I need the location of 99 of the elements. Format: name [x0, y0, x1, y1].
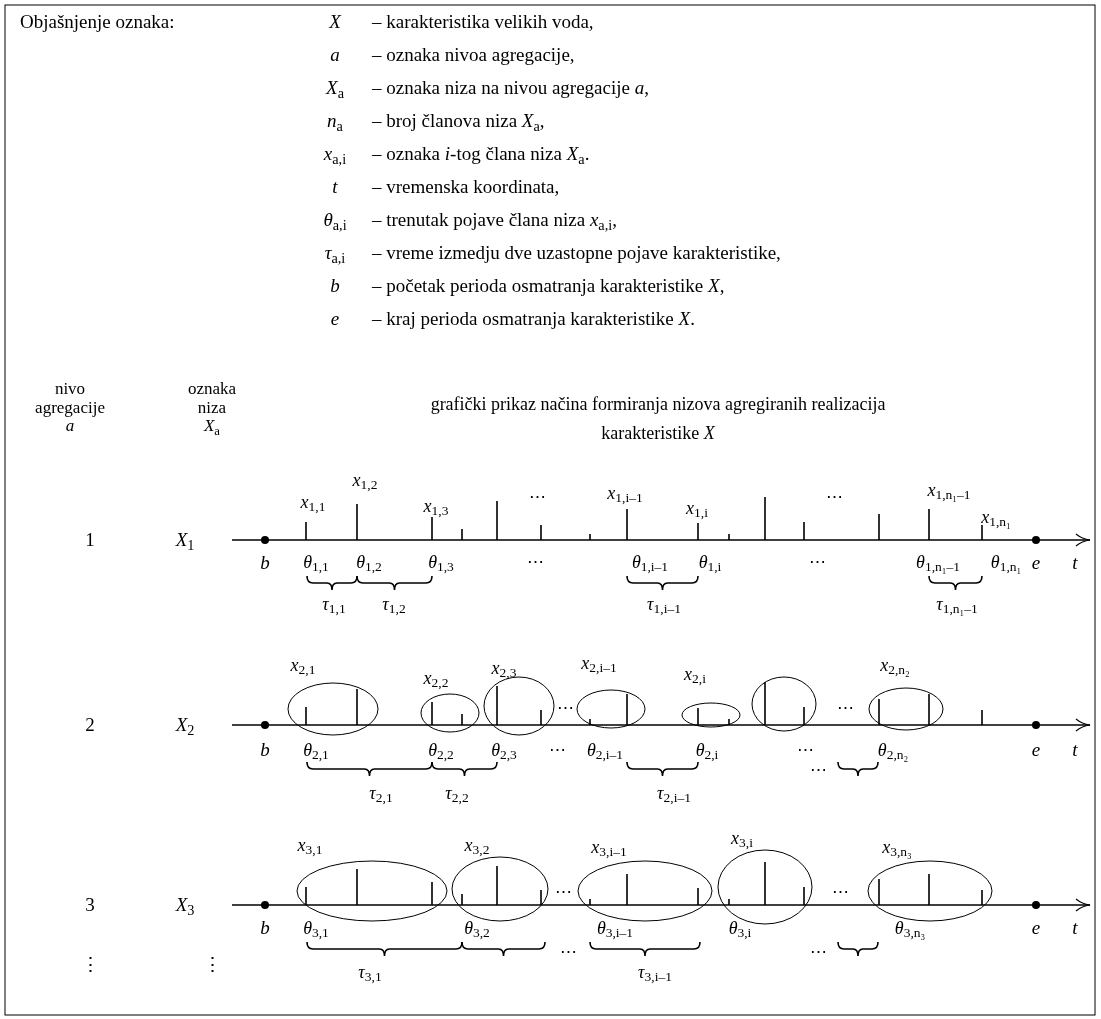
value-label: x$_{3,1}$	[297, 833, 323, 859]
ellipsis: ⋮	[80, 952, 100, 977]
time-label: θ$_{1,2}$	[356, 550, 382, 576]
symbol: X	[329, 9, 341, 34]
series-label: X$_{2}$	[175, 712, 195, 740]
chart-title: grafički prikaz načina formiranja nizova agregiranih realizacija karakteristike X	[429, 393, 887, 445]
ellipsis: ⋯	[809, 759, 827, 782]
symbol: t	[332, 174, 338, 199]
time-label: θ$_{1,3}$	[428, 550, 454, 576]
endpoint-label: e	[1031, 737, 1041, 762]
ellipsis: ⋯	[825, 486, 843, 509]
ellipsis: ⋯	[554, 881, 572, 904]
interval-label: τ$_{3,i–1}$	[638, 960, 672, 986]
symbol: e	[330, 306, 340, 331]
ellipsis: ⋯	[808, 551, 826, 574]
interval-label: τ$_{1,i–1}$	[647, 592, 681, 618]
time-label: θ$_{1,i}$	[698, 550, 722, 576]
time-label: θ$_{1,1}$	[303, 550, 329, 576]
time-label: θ$_{3,i–1}$	[596, 916, 634, 942]
ellipsis: ⋯	[809, 941, 827, 964]
series-label: X$_{1}$	[175, 527, 195, 555]
ellipsis: ⋯	[796, 739, 814, 762]
value-label: x$_{2,3}$	[491, 656, 517, 682]
row-number: 2	[85, 712, 95, 737]
ellipsis: ⋯	[559, 941, 577, 964]
ellipsis: ⋯	[548, 739, 566, 762]
ellipsis: ⋮	[202, 952, 222, 977]
value-label: x$_{2,i–1}$	[581, 651, 617, 677]
value-label: x$_{1,i}$	[686, 496, 708, 522]
value-label: x$_{3,i}$	[731, 826, 753, 852]
ellipsis: ⋯	[556, 697, 574, 720]
value-label: x$_{1,1}$	[300, 490, 326, 516]
axis-label: t	[1072, 737, 1078, 762]
value-label: x$_{2,n₂}$	[880, 653, 910, 679]
interval-label: τ$_{2,i–1}$	[657, 781, 691, 807]
endpoint-label: b	[260, 550, 270, 575]
time-label: θ$_{2,i–1}$	[586, 738, 624, 764]
time-label: θ$_{3,1}$	[303, 916, 329, 942]
definition: – početak perioda osmatranja karakteristike X,	[372, 273, 725, 298]
interval-label: τ$_{1,n₁–1}$	[936, 592, 978, 618]
symbol: b	[330, 273, 340, 298]
ellipsis: ⋯	[528, 486, 546, 509]
endpoint-label: e	[1031, 915, 1041, 940]
interval-label: τ$_{1,2}$	[382, 592, 406, 618]
value-label: x$_{2,1}$	[290, 653, 316, 679]
symbol: x$_{a,i}$	[323, 141, 347, 169]
value-label: x$_{3,n₃}$	[882, 835, 912, 861]
endpoint-label: e	[1031, 550, 1041, 575]
column-header: oznaka niza X$_{a}$	[187, 380, 237, 437]
definition: – oznaka i-tog člana niza X$_{a}$.	[372, 141, 590, 169]
symbol: n$_{a}$	[327, 108, 343, 136]
time-label: θ$_{2,1}$	[303, 738, 329, 764]
time-label: θ$_{2,3}$	[491, 738, 517, 764]
series-label: X$_{3}$	[175, 892, 195, 920]
definition: – karakteristika velikih voda,	[372, 9, 594, 34]
value-label: x$_{2,i}$	[684, 662, 706, 688]
definition: – oznaka niza na nivou agregacije a,	[372, 75, 649, 100]
interval-label: τ$_{3,1}$	[358, 960, 382, 986]
ellipsis: ⋯	[831, 881, 849, 904]
time-label: θ$_{3,2}$	[464, 916, 490, 942]
row-number: 3	[85, 892, 95, 917]
interval-label: τ$_{2,1}$	[369, 781, 393, 807]
axis-label: t	[1072, 915, 1078, 940]
axis-label: t	[1072, 550, 1078, 575]
time-label: θ$_{3,i}$	[728, 916, 752, 942]
symbol: X$_{a}$	[326, 75, 344, 103]
time-label: θ$_{2,2}$	[428, 738, 454, 764]
time-label: θ$_{1,i–1}$	[631, 550, 669, 576]
definition: – broj članova niza X$_{a}$,	[372, 108, 545, 136]
symbol: τ$_{a,i}$	[324, 240, 346, 268]
endpoint-label: b	[260, 915, 270, 940]
value-label: x$_{1,3}$	[423, 494, 449, 520]
ellipsis: ⋯	[526, 551, 544, 574]
row-number: 1	[85, 527, 95, 552]
symbol: a	[330, 42, 340, 67]
legend-heading: Objašnjenje oznaka:	[20, 9, 175, 34]
value-label: x$_{3,2}$	[464, 833, 490, 859]
definition: – vreme izmedju dve uzastopne pojave karakteristike,	[372, 240, 781, 265]
interval-label: τ$_{2,2}$	[445, 781, 469, 807]
interval-label: τ$_{1,1}$	[322, 592, 346, 618]
definition: – oznaka nivoa agregacije,	[372, 42, 575, 67]
value-label: x$_{3,i–1}$	[591, 835, 627, 861]
value-label: x$_{1,n₁–1}$	[927, 478, 971, 504]
time-label: θ$_{2,n₂}$	[877, 738, 909, 764]
value-label: x$_{1,2}$	[352, 468, 378, 494]
symbol: θ$_{a,i}$	[323, 207, 347, 235]
value-label: x$_{2,2}$	[423, 666, 449, 692]
time-label: θ$_{3,n₃}$	[894, 916, 926, 942]
value-label: x$_{1,i–1}$	[607, 481, 643, 507]
definition: – kraj perioda osmatranja karakteristike X.	[372, 306, 695, 331]
time-label: θ$_{2,i}$	[695, 738, 719, 764]
definition: – trenutak pojave člana niza x$_{a,i}$,	[372, 207, 617, 235]
value-label: x$_{1,n₁}$	[981, 505, 1011, 531]
definition: – vremenska koordinata,	[372, 174, 560, 199]
time-label: θ$_{1,n₁}$	[990, 550, 1022, 576]
ellipsis: ⋯	[836, 697, 854, 720]
endpoint-label: b	[260, 737, 270, 762]
time-label: θ$_{1,n₁–1}$	[916, 550, 960, 576]
column-header: nivo agregacije a	[35, 380, 105, 437]
